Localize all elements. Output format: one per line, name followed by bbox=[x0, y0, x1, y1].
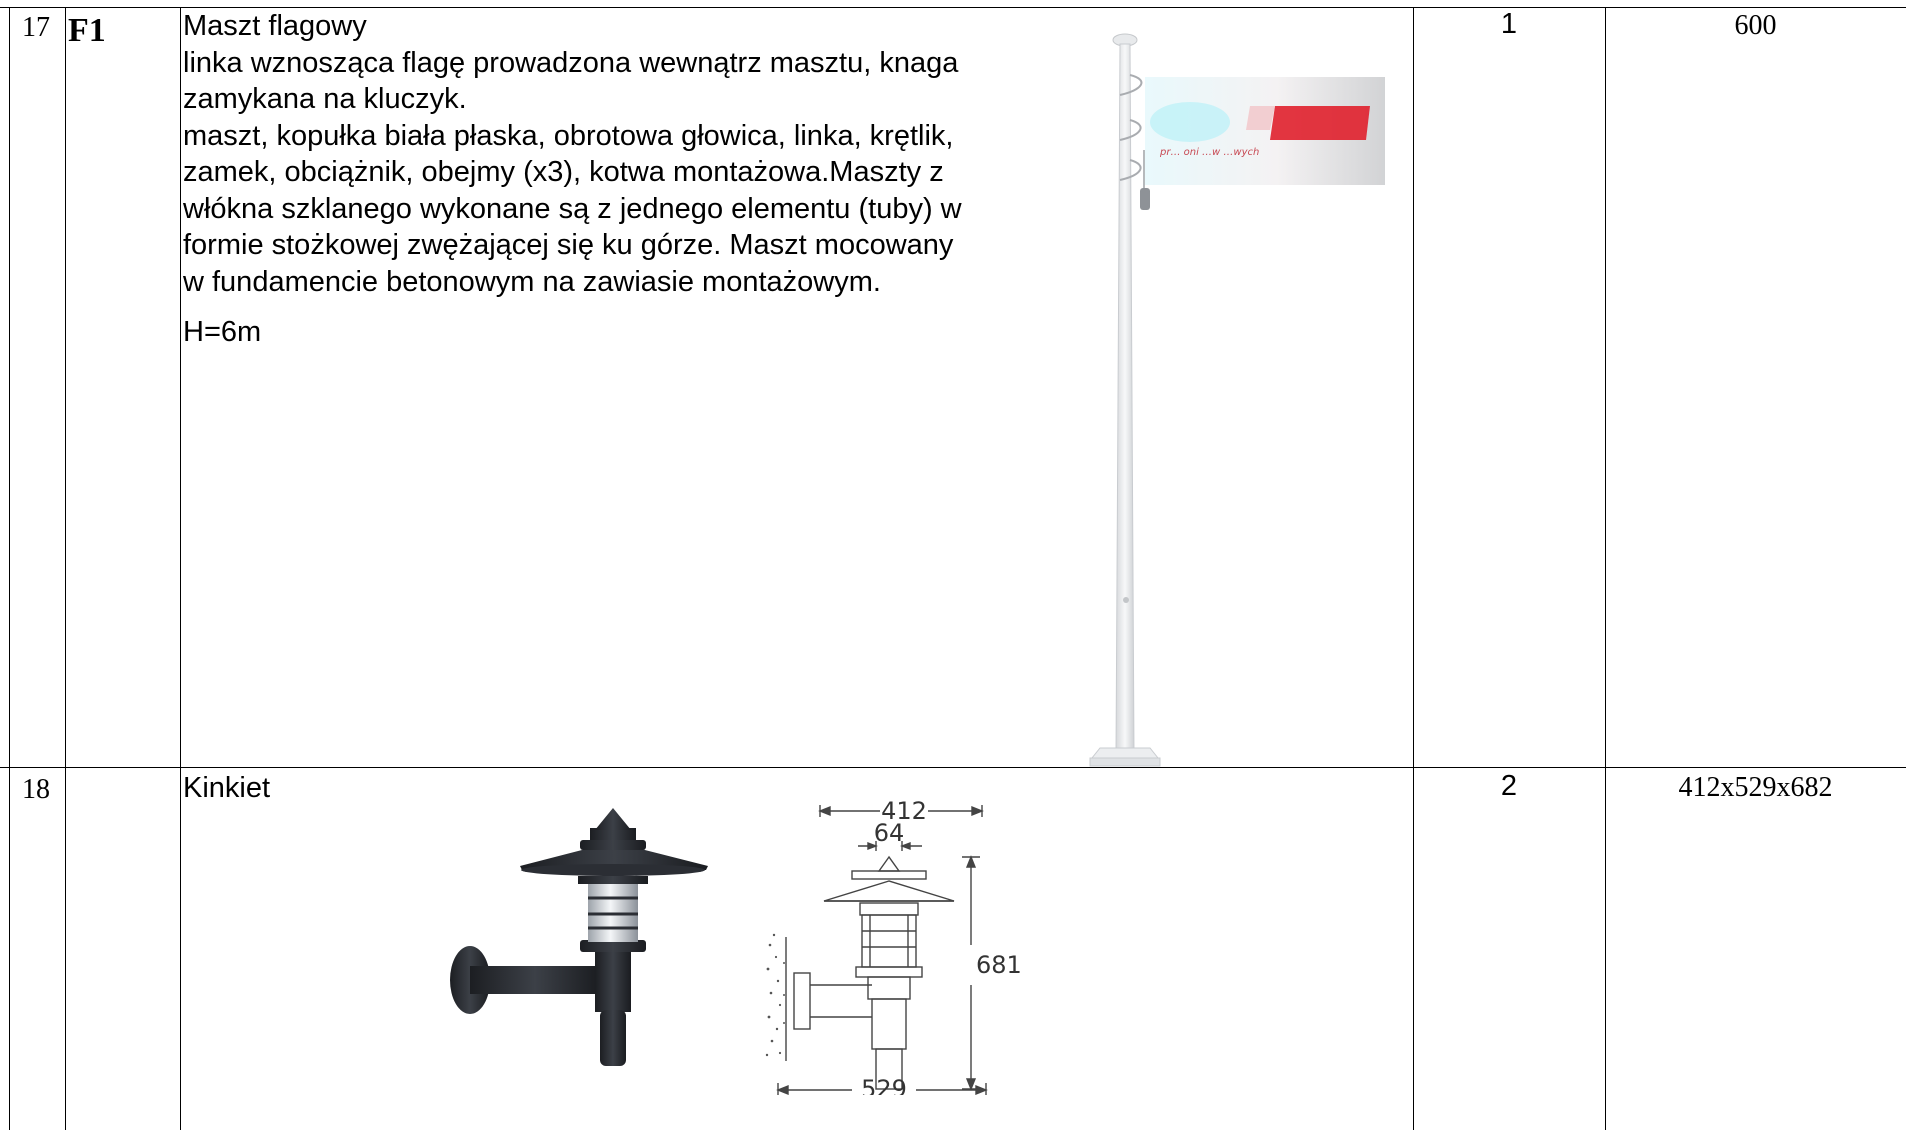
column-divider bbox=[65, 7, 66, 1130]
dimension-label-top: 412 bbox=[881, 797, 927, 825]
column-divider bbox=[1605, 7, 1606, 1130]
banner-text: pr… oni …w …wych bbox=[1159, 147, 1259, 158]
dimensions: 412x529x682 bbox=[1678, 772, 1833, 803]
dimension-label-small: 64 bbox=[874, 819, 905, 847]
column-divider bbox=[180, 7, 181, 1130]
dimension-label-bottom: 529 bbox=[861, 1075, 907, 1095]
table-top-border bbox=[0, 7, 1906, 8]
row-number: 17 bbox=[22, 12, 50, 43]
item-description: Maszt flagowy linka wznosząca flagę prow… bbox=[183, 8, 962, 351]
wall-lamp-technical-drawing-icon: 412 64 681 529 bbox=[765, 797, 1022, 1095]
row-divider bbox=[0, 767, 1388, 768]
item-title: Kinkiet bbox=[183, 772, 271, 804]
height-note: H=6m bbox=[183, 316, 262, 348]
description-line: w fundamencie betonowym na zawiasie mont… bbox=[183, 265, 881, 298]
row-number: 18 bbox=[22, 774, 50, 805]
description-line: zamek, obciążnik, obejmy (x3), kotwa mon… bbox=[183, 156, 944, 188]
item-symbol: F1 bbox=[68, 12, 106, 49]
description-line: formie stożkowej zwężającej się ku górze… bbox=[183, 229, 954, 261]
description-line: maszt, kopułka biała płaska, obrotowa gł… bbox=[183, 119, 954, 152]
quantity: 1 bbox=[1500, 8, 1518, 40]
column-divider bbox=[9, 7, 10, 1130]
wall-hatch bbox=[765, 933, 785, 1057]
wall-lamp-photo-icon bbox=[450, 808, 708, 1066]
dimensions: 600 bbox=[1734, 10, 1777, 41]
dimension-label-height: 681 bbox=[976, 951, 1022, 979]
row-divider bbox=[1388, 767, 1906, 768]
quantity: 2 bbox=[1500, 770, 1518, 802]
column-divider bbox=[1413, 7, 1414, 1130]
description-line: włókna szklanego wykonane są z jednego e… bbox=[183, 192, 962, 225]
item-title: Maszt flagowy bbox=[183, 10, 367, 42]
description-line: linka wznosząca flagę prowadzona wewnątr… bbox=[183, 46, 959, 79]
flagpole-with-banner-icon: pr… oni …w …wych bbox=[1089, 33, 1385, 767]
description-line: zamykana na kluczyk. bbox=[183, 83, 467, 115]
